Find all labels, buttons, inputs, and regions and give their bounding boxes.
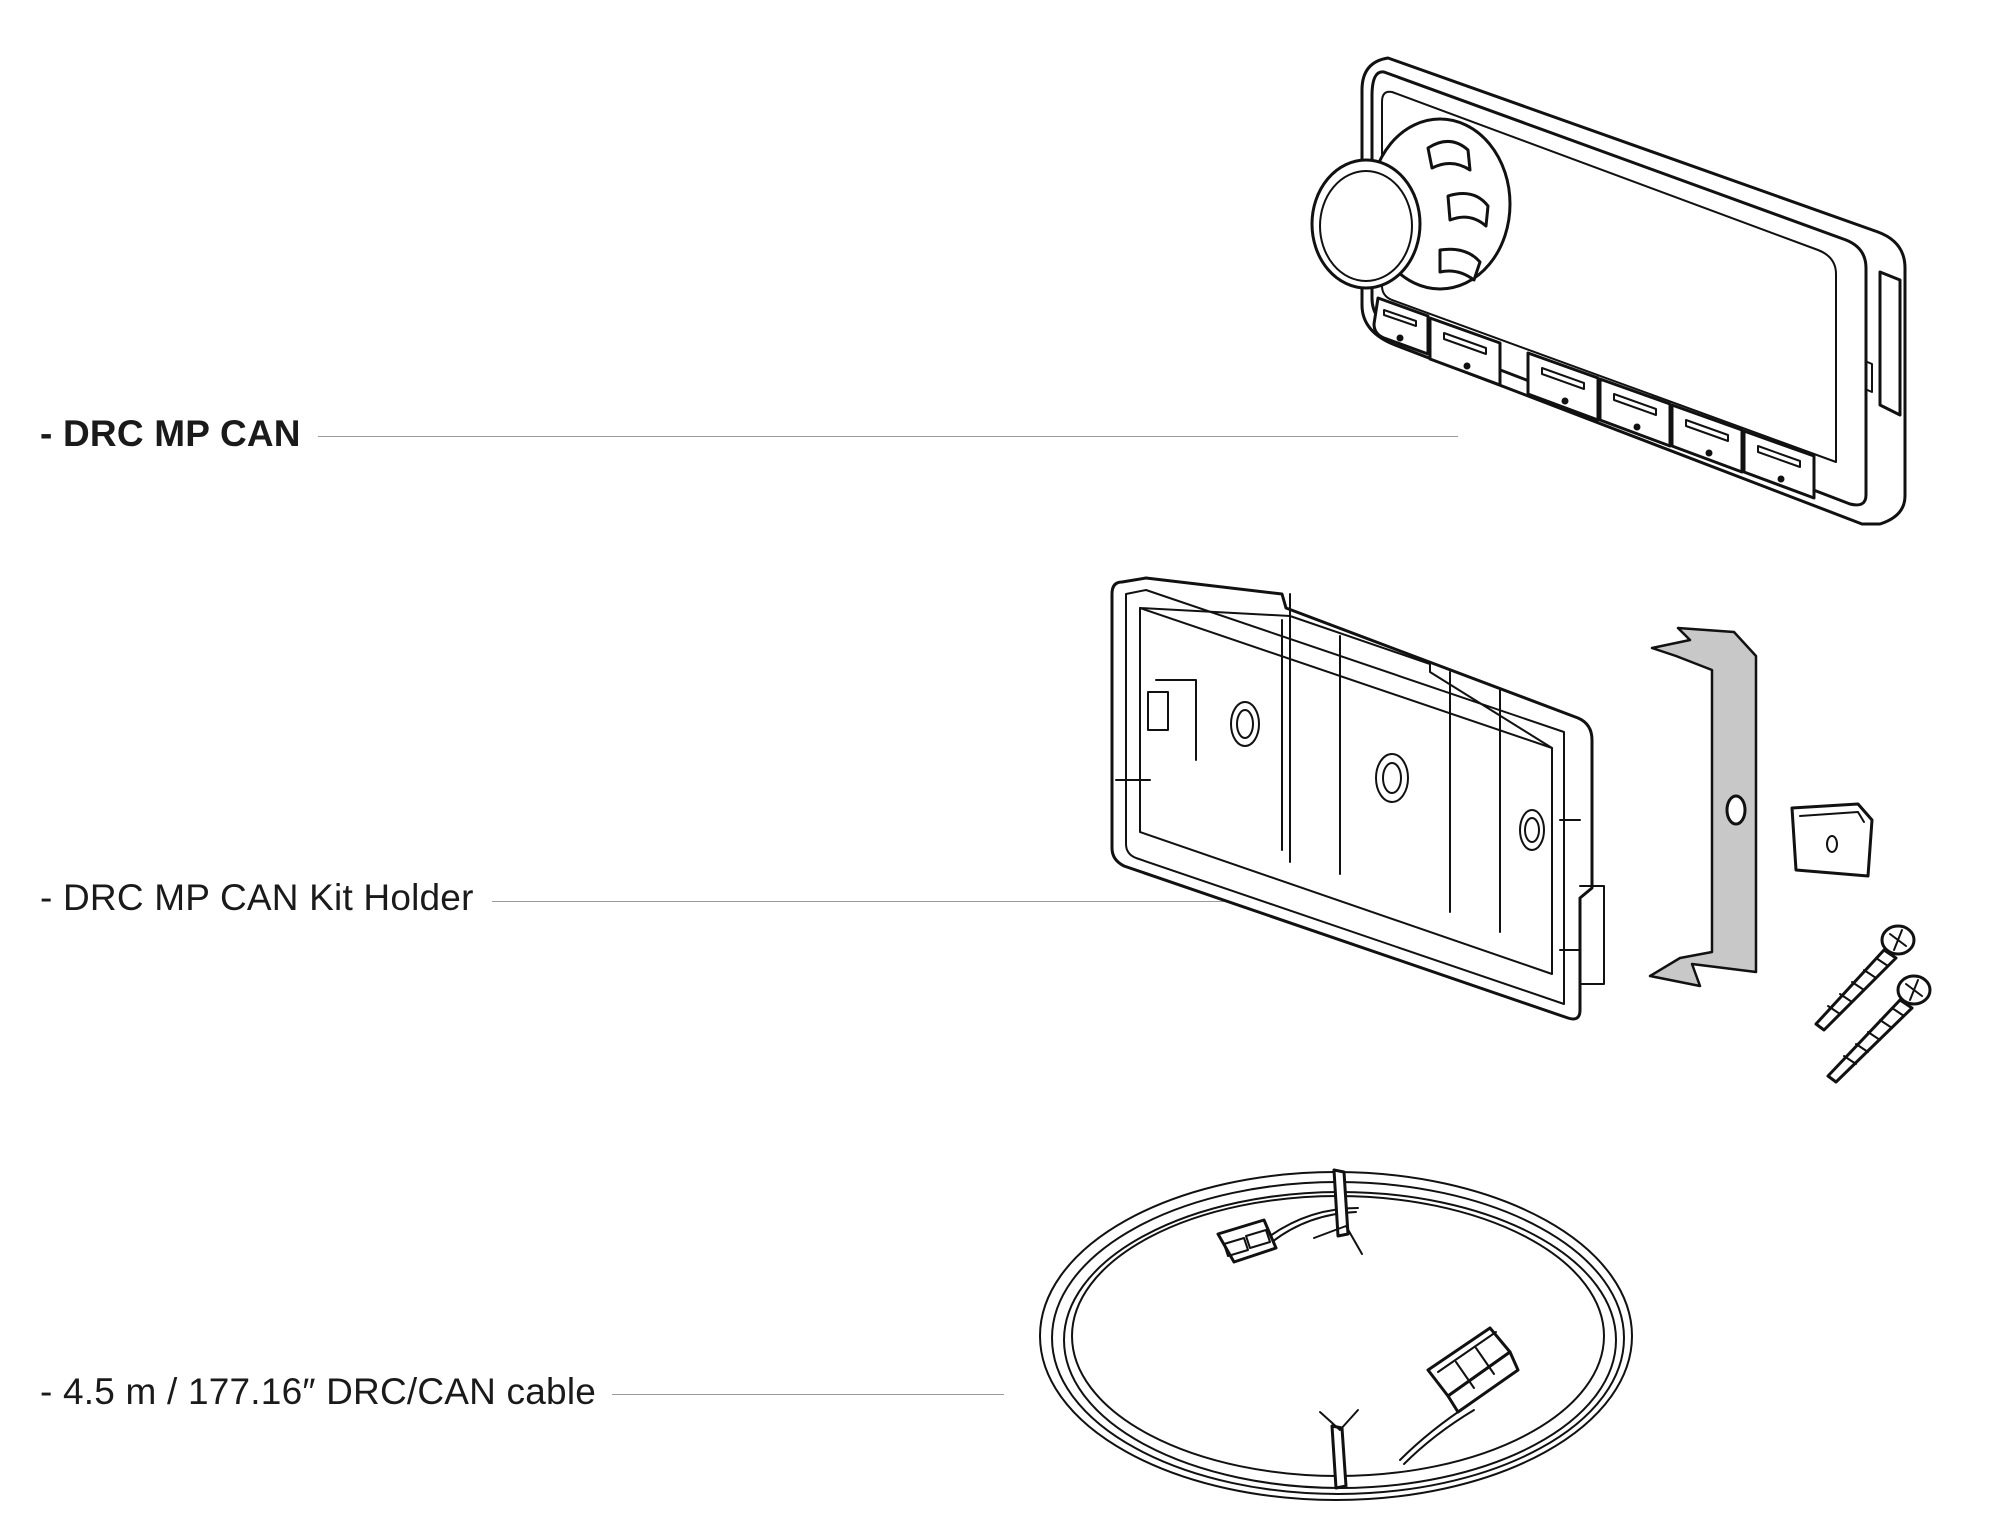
label-kit-holder: - DRC MP CAN Kit Holder — [40, 877, 474, 918]
label-drc-mp-can: - DRC MP CAN — [40, 413, 301, 454]
leader-line-cable — [612, 1394, 1004, 1395]
rotary-knob — [1310, 117, 1512, 291]
leader-line-kit-holder — [492, 901, 1230, 902]
screw-1 — [1814, 924, 1916, 1032]
drc-mp-can-device — [1310, 56, 1907, 526]
mounting-bracket — [1648, 626, 1758, 988]
leader-line-drc-mp-can — [318, 436, 1458, 437]
label-cable: - 4.5 m / 177.16″ DRC/CAN cable — [40, 1371, 597, 1412]
screw-2 — [1826, 974, 1932, 1084]
button-row — [1372, 296, 1816, 500]
kit-holder-frame — [1110, 576, 1605, 1021]
drc-can-cable-coil — [1039, 1168, 1633, 1501]
clip-nut — [1790, 802, 1874, 878]
